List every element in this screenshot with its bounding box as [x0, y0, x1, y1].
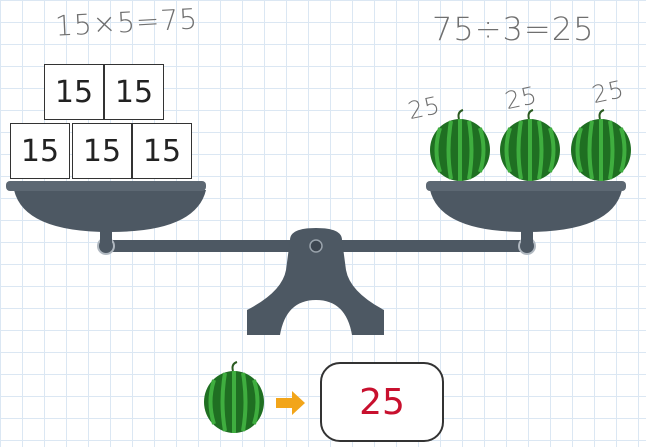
watermelon-icon: [204, 362, 264, 433]
watermelon-icon: [500, 110, 560, 181]
result-box: 25: [320, 362, 444, 442]
watermelon-icon: [430, 110, 490, 181]
watermelon-icon: [571, 110, 631, 181]
result-value: 25: [359, 382, 405, 423]
arrow-right-icon: [276, 391, 305, 415]
